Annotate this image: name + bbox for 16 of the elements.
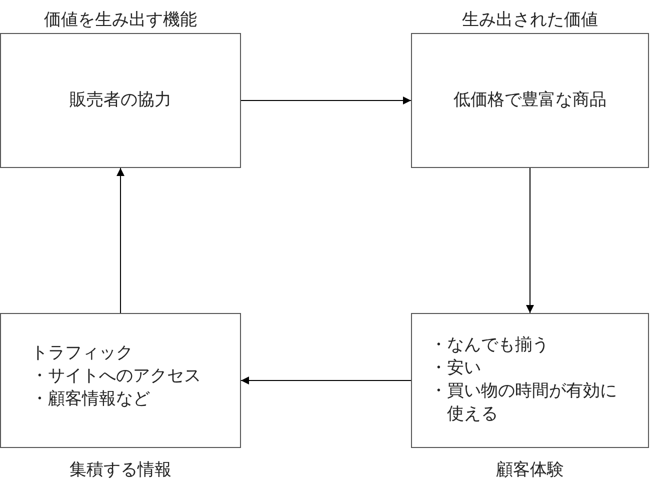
box-heading: 価値を生み出す機能 (43, 9, 198, 31)
box-heading: 生み出された価値 (461, 9, 599, 31)
list-item: ・サイトへのアクセス (31, 365, 202, 388)
list-item: ・顧客情報など (31, 388, 151, 411)
box-text: 低価格で豊富な商品 (454, 89, 606, 112)
arrow (116, 168, 124, 314)
box-caption: 集積する情報 (68, 459, 172, 481)
arrow (526, 168, 534, 314)
list-item: ・買い物の時間が有効に使える (430, 380, 618, 426)
arrow (240, 96, 412, 104)
list-item: トラフィック (31, 342, 134, 365)
box-text: 販売者の協力 (70, 89, 172, 112)
list-item: ・安い (430, 357, 482, 380)
arrow (240, 376, 412, 384)
list-item: ・なんでも揃う (430, 334, 550, 357)
box-caption: 顧客体験 (495, 459, 565, 481)
